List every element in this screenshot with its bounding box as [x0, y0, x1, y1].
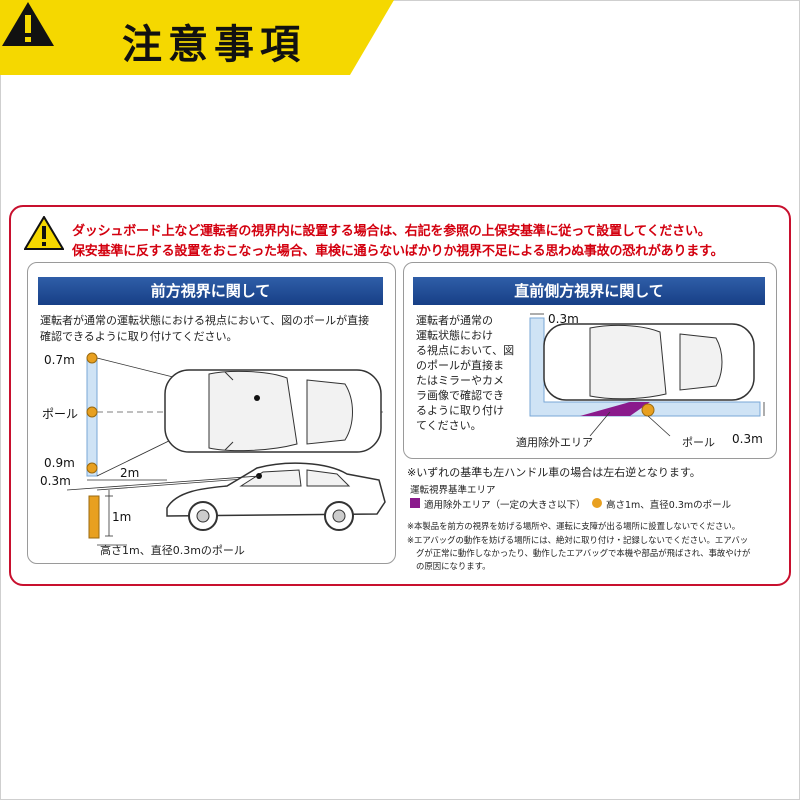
dim-0.3m: 0.3m — [40, 474, 71, 488]
note-3: グが正常に動作しなかったり、動作したエアバッグで本機や部品が飛ばされ、事故やけが — [416, 548, 751, 558]
top-view-car — [164, 369, 382, 453]
side-view-car — [166, 462, 386, 531]
dim-2m: 2m — [120, 466, 140, 480]
side-desc-7: るように取り付け — [416, 404, 504, 417]
page-title: 注意事項 — [122, 22, 306, 68]
front-view-desc-2: 確認できるように取り付けてください。 — [40, 330, 238, 343]
side-desc-2: 運転状態におけ — [416, 329, 493, 342]
note-4: の原因になります。 — [416, 561, 491, 571]
banner-shape — [0, 0, 394, 75]
warning-line-1: ダッシュボード上など運転者の視界内に設置する場合は、右記を参照の上保安基準に従っ… — [72, 224, 711, 239]
dim-0.9m: 0.9m — [44, 456, 75, 470]
caution-icon — [24, 216, 64, 250]
warning-line-2: 保安基準に反する設置をおこなった場合、車検に通らないばかりか視界不足による思わぬ… — [72, 244, 724, 259]
side-dim-right: 0.3m — [732, 432, 763, 446]
side-desc-4: のポールが直接ま — [416, 359, 504, 372]
front-view-diagram — [66, 352, 386, 546]
legend-excluded-swatch — [410, 498, 420, 508]
side-desc-5: たはミラーやカメ — [416, 374, 504, 387]
side-desc-1: 運転者が通常の — [416, 314, 493, 327]
dim-1m: 1m — [112, 510, 132, 524]
side-view-title: 直前側方視界に関して — [413, 277, 765, 305]
note-1: ※本製品を前方の視界を妨げる場所や、運転に支障が出る場所に設置しないでください。 — [407, 521, 741, 531]
side-desc-6: ラ画像で確認でき — [416, 389, 504, 402]
side-top-car — [543, 323, 755, 401]
header-banner: 注意事項 — [0, 0, 394, 75]
legend-excluded: 適用除外エリア（一定の大きさ以下） — [424, 500, 586, 511]
legend-title: 運転視界基準エリア — [410, 485, 496, 496]
pole-caption: 高さ1m、直径0.3mのポール — [100, 544, 245, 557]
side-view-diagram — [529, 313, 765, 437]
side-dim-top: 0.3m — [548, 312, 579, 326]
pole-label-front: ポール — [42, 407, 79, 421]
front-view-title: 前方視界に関して — [38, 277, 383, 305]
left-hand-note: ※いずれの基準も左ハンドル車の場合は左右逆となります。 — [407, 466, 701, 479]
side-desc-8: てください。 — [416, 419, 482, 432]
note-2: ※エアバッグの動作を妨げる場所には、絶対に取り付け・記録しないでください。エアバ… — [407, 535, 749, 545]
dim-0.7m: 0.7m — [44, 353, 75, 367]
legend-pole: 高さ1m、直径0.3mのポール — [606, 500, 732, 511]
warning-icon — [2, 2, 54, 46]
legend-pole-swatch — [592, 498, 602, 508]
front-view-desc-1: 運転者が通常の運転状態における視点において、図のボールが直接 — [40, 314, 370, 327]
side-desc-3: る視点において、図 — [416, 344, 515, 357]
side-pole-label: ポール — [682, 436, 715, 449]
excluded-area-label: 適用除外エリア — [516, 436, 593, 449]
